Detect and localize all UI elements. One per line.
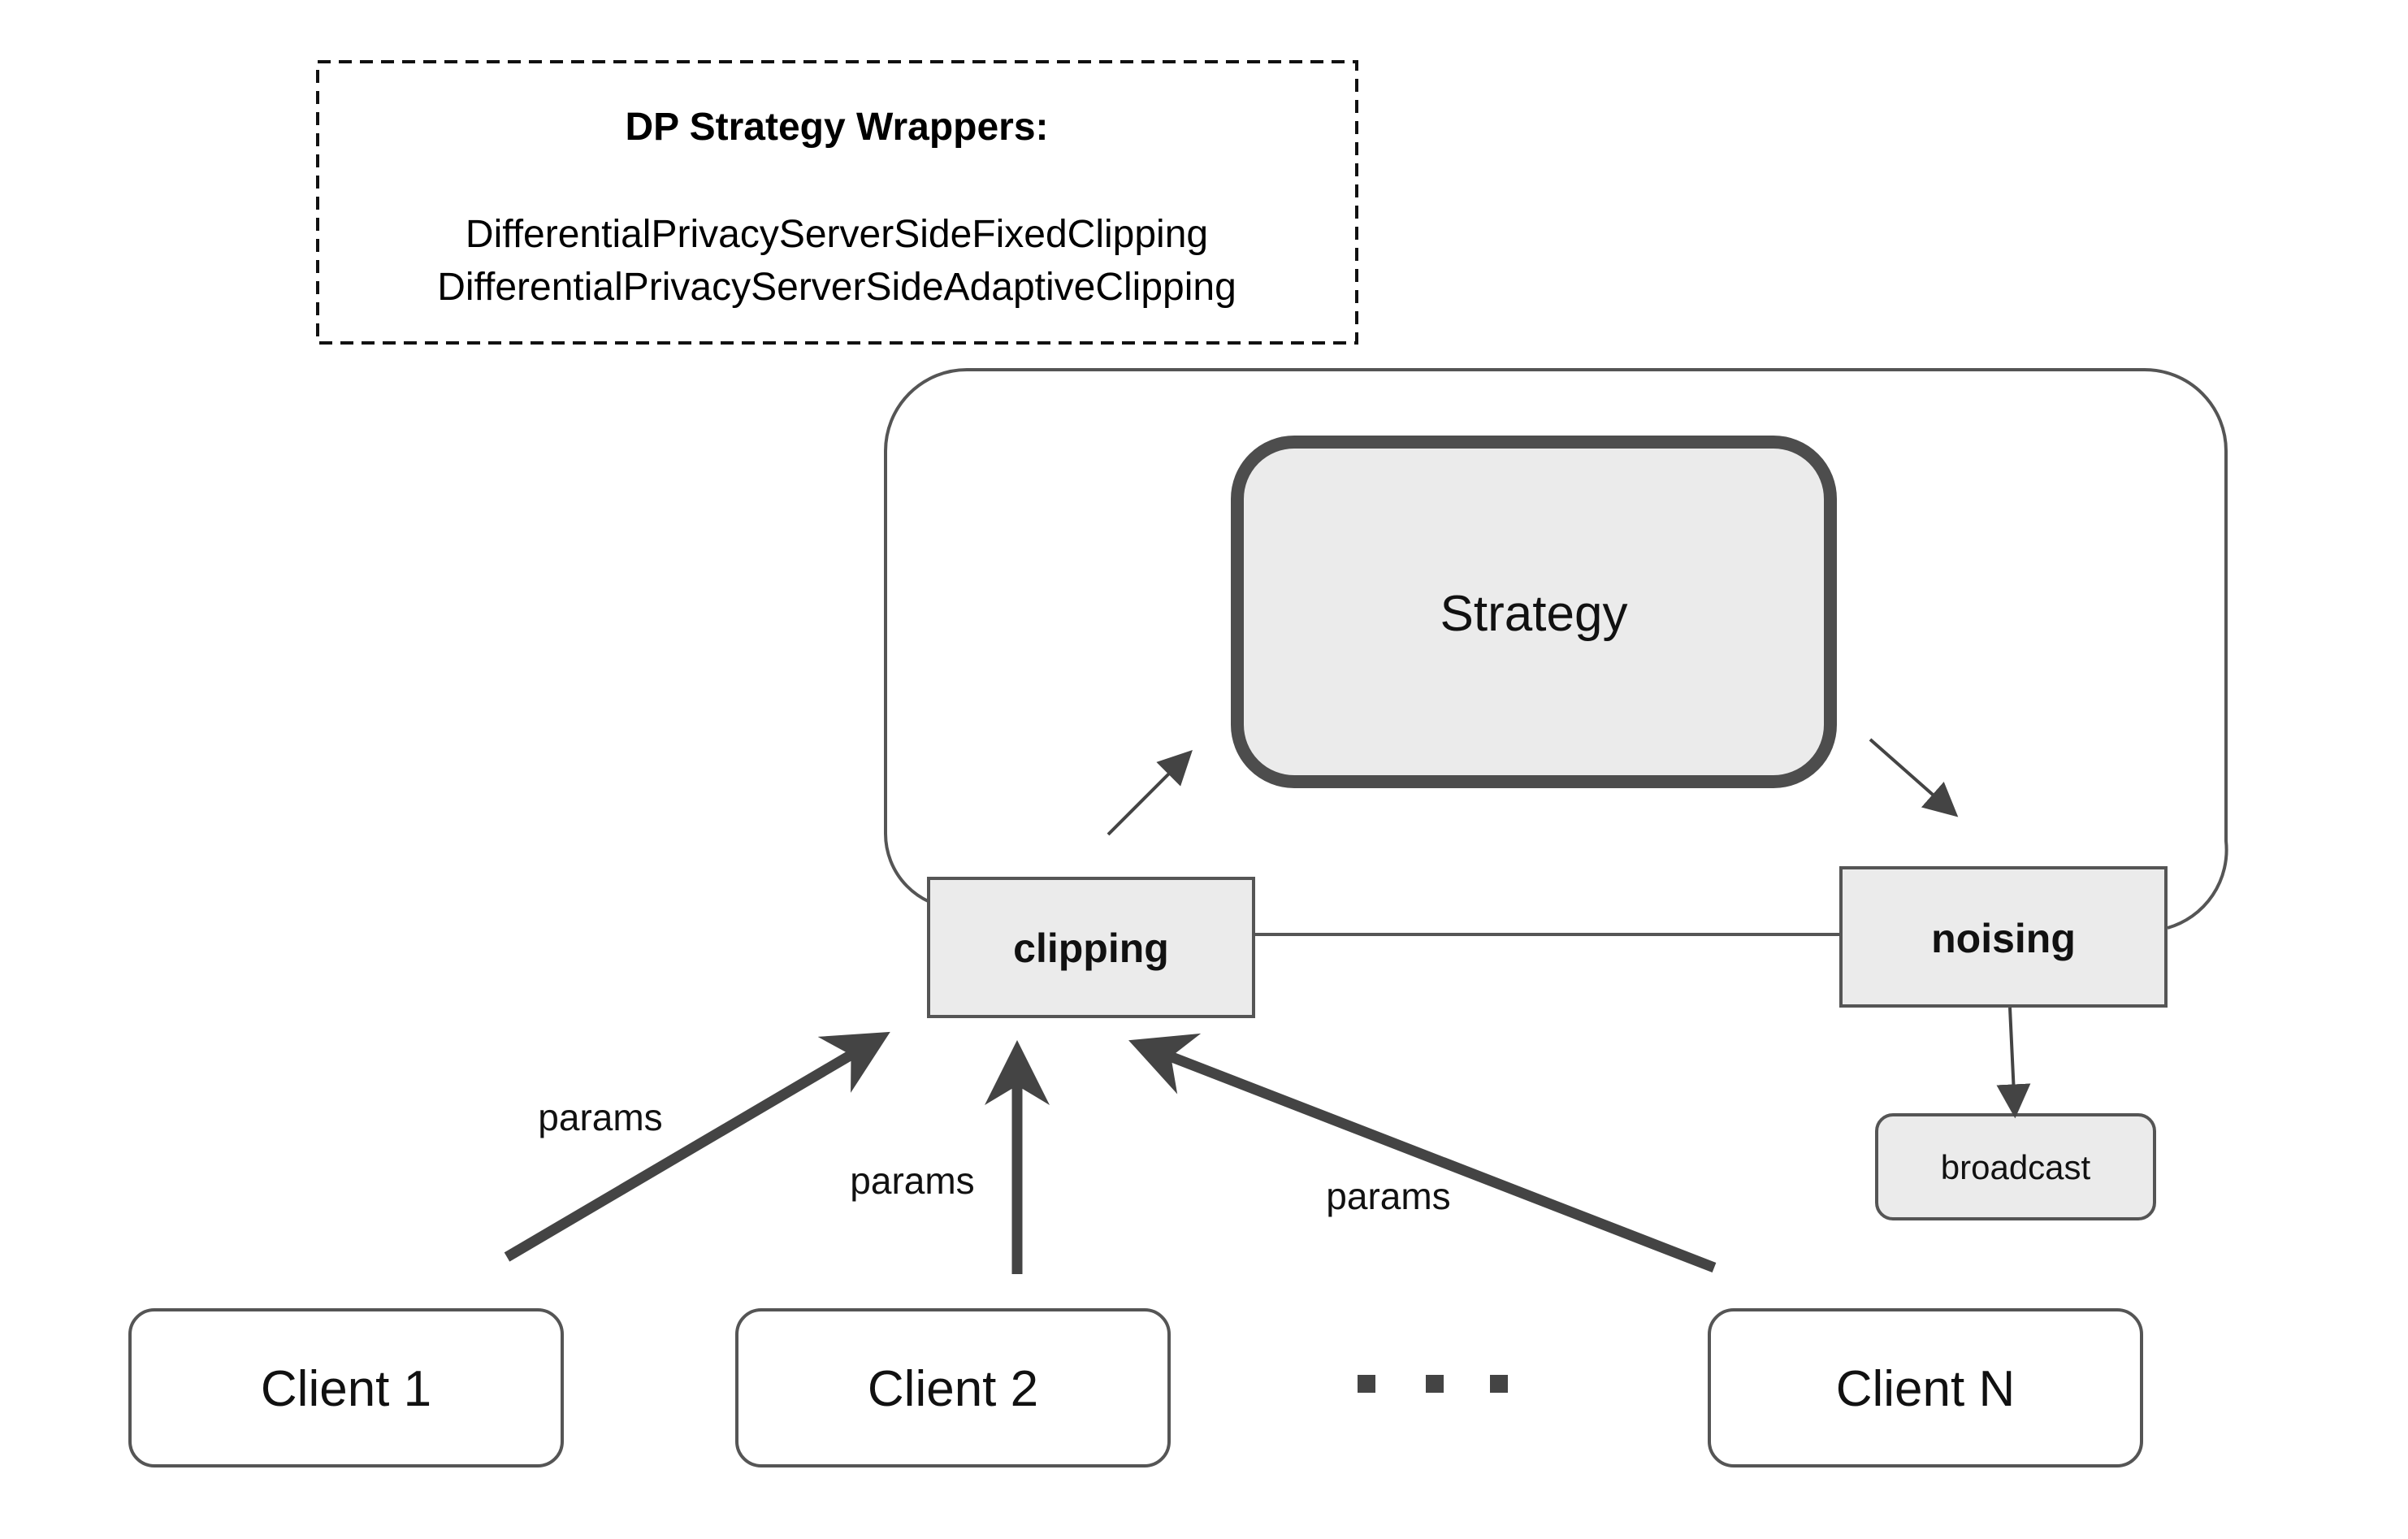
wrappers-border [316,60,1358,345]
params-label-clientN: params [1326,1175,1450,1217]
clipping-box [927,877,1255,1018]
client-2-node: Client 2 [735,1308,1171,1467]
arrow-noising-to-broadcast [1996,1007,2031,1119]
noising-box [1839,866,2168,1008]
wrappers-title: DP Strategy Wrappers: [625,106,1048,149]
arrow-clientN-params [1128,1033,1717,1273]
ellipsis-dot-1 [1358,1375,1375,1393]
wrapper-container [884,368,2228,930]
client-n-box [1708,1308,2143,1467]
clipping-node: clipping [927,877,1255,1018]
client-2-label: Client 2 [868,1361,1038,1417]
broadcast-node: broadcast [1875,1113,2156,1220]
arrow-clipping-to-strategy [1107,750,1193,836]
noising-label: noising [1931,916,2076,961]
client-n-node: Client N [1708,1308,2143,1467]
strategy-node: Strategy [1231,436,1837,788]
ellipsis [1358,1375,1508,1393]
client-n-label: Client N [1836,1361,2016,1417]
ellipsis-dot-2 [1426,1375,1444,1393]
wrapper-item-adaptive-clipping: DifferentialPrivacyServerSideAdaptiveCli… [437,266,1236,309]
client-1-box [128,1308,564,1467]
params-label-client2: params [850,1160,974,1202]
client-2-box [735,1308,1171,1467]
client-1-node: Client 1 [128,1308,564,1467]
strategy-box [1231,436,1837,788]
client-1-label: Client 1 [261,1361,431,1417]
broadcast-label: broadcast [1941,1148,2091,1186]
wrapper-item-fixed-clipping: DifferentialPrivacyServerSideFixedClippi… [466,213,1208,256]
arrow-strategy-to-noising [1869,738,1959,817]
params-label-client1: params [538,1096,662,1138]
strategy-label: Strategy [1440,586,1628,642]
noising-node: noising [1839,866,2168,1008]
clipping-label: clipping [1013,926,1169,971]
arrow-client1-params [504,1031,890,1262]
wrappers-box: DP Strategy Wrappers: DifferentialPrivac… [316,60,1358,345]
ellipsis-dot-3 [1490,1375,1508,1393]
